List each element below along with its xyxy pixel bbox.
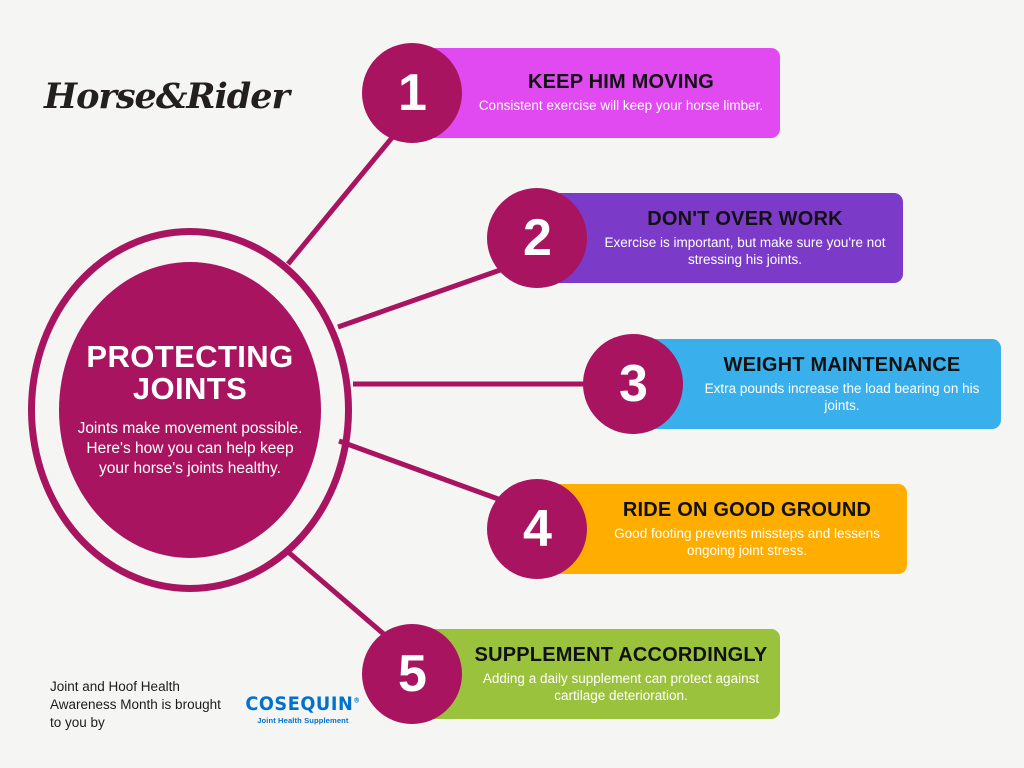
step-description-4: Good footing prevents missteps and lesse… [614, 525, 880, 558]
step-item-1[interactable]: KEEP HIM MOVING Consistent exercise will… [362, 43, 780, 143]
hub-description: Joints make movement possible. Here's ho… [77, 420, 303, 478]
step-badge-3: 3 [583, 334, 683, 434]
step-title-4: RIDE ON GOOD GROUND [622, 498, 872, 521]
step-number-5: 5 [398, 645, 427, 703]
step-description-1: Consistent exercise will keep your horse… [478, 98, 764, 114]
step-title-1: KEEP HIM MOVING [528, 71, 714, 94]
step-bar-1: KEEP HIM MOVING Consistent exercise will… [414, 48, 780, 138]
cosequin-wordmark-text: COSEQUIN [245, 693, 354, 715]
hub-outer-ring [28, 228, 352, 592]
step-description-5: Adding a daily supplement can protect ag… [482, 670, 760, 703]
central-hub: PROTECTING JOINTS Joints make movement p… [28, 228, 352, 592]
step-description-2: Exercise is important, but make sure you… [604, 234, 886, 267]
step-title-5: SUPPLEMENT ACCORDINGLY [474, 643, 768, 666]
step-number-1: 1 [398, 64, 427, 122]
step-bar-4: RIDE ON GOOD GROUND Good footing prevent… [539, 484, 907, 574]
sponsor-text: Joint and Hoof Health Awareness Month is… [50, 679, 221, 730]
footer: Joint and Hoof Health Awareness Month is… [50, 678, 365, 732]
step-badge-1: 1 [362, 43, 462, 143]
step-badge-2: 2 [487, 188, 587, 288]
step-title-2: DON'T OVER WORK [647, 207, 843, 230]
cosequin-wordmark: COSEQUIN® [245, 695, 360, 714]
step-bar-5: SUPPLEMENT ACCORDINGLY Adding a daily su… [414, 629, 780, 719]
step-badge-5: 5 [362, 624, 462, 724]
step-bar-2: DON'T OVER WORK Exercise is important, b… [539, 193, 903, 283]
step-item-5[interactable]: SUPPLEMENT ACCORDINGLY Adding a daily su… [362, 624, 780, 724]
step-item-2[interactable]: DON'T OVER WORK Exercise is important, b… [487, 188, 903, 288]
step-title-3: WEIGHT MAINTENANCE [723, 353, 961, 376]
hub-disc: PROTECTING JOINTS Joints make movement p… [59, 262, 321, 558]
cosequin-tagline: Joint Health Supplement [257, 715, 349, 725]
cosequin-logo: COSEQUIN® Joint Health Supplement [241, 695, 365, 725]
brand-logo: Horse&Rider [44, 76, 290, 117]
step-number-3: 3 [619, 355, 648, 413]
registered-trademark-icon: ® [353, 696, 361, 705]
step-badge-4: 4 [487, 479, 587, 579]
step-number-4: 4 [523, 500, 552, 558]
step-number-2: 2 [523, 209, 552, 267]
step-item-3[interactable]: WEIGHT MAINTENANCE Extra pounds increase… [583, 334, 1001, 434]
hub-title: PROTECTING JOINTS [86, 339, 294, 407]
step-bar-3: WEIGHT MAINTENANCE Extra pounds increase… [635, 339, 1001, 429]
step-description-3: Extra pounds increase the load bearing o… [704, 380, 980, 413]
step-item-4[interactable]: RIDE ON GOOD GROUND Good footing prevent… [487, 479, 907, 579]
